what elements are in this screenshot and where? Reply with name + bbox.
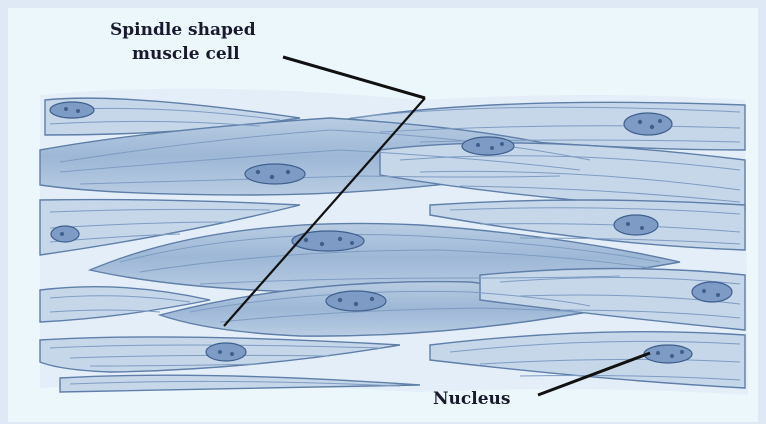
nucleus-shape [51,226,79,242]
nucleus-shape [644,345,692,363]
nucleus-shape [462,137,514,155]
nucleus-shape [292,231,364,251]
nucleus-shape [206,343,246,361]
nucleus-shape [245,164,305,184]
nucleus-shape [50,102,94,118]
spindle-label-line2: muscle cell [132,44,240,64]
nucleus-shape [624,113,672,135]
nucleus-shape [614,215,658,235]
nucleus-shape [692,282,732,302]
spindle-label-line1: Spindle shaped [110,20,256,40]
nucleus-shape [326,291,386,311]
nucleus-label: Nucleus [433,389,510,409]
